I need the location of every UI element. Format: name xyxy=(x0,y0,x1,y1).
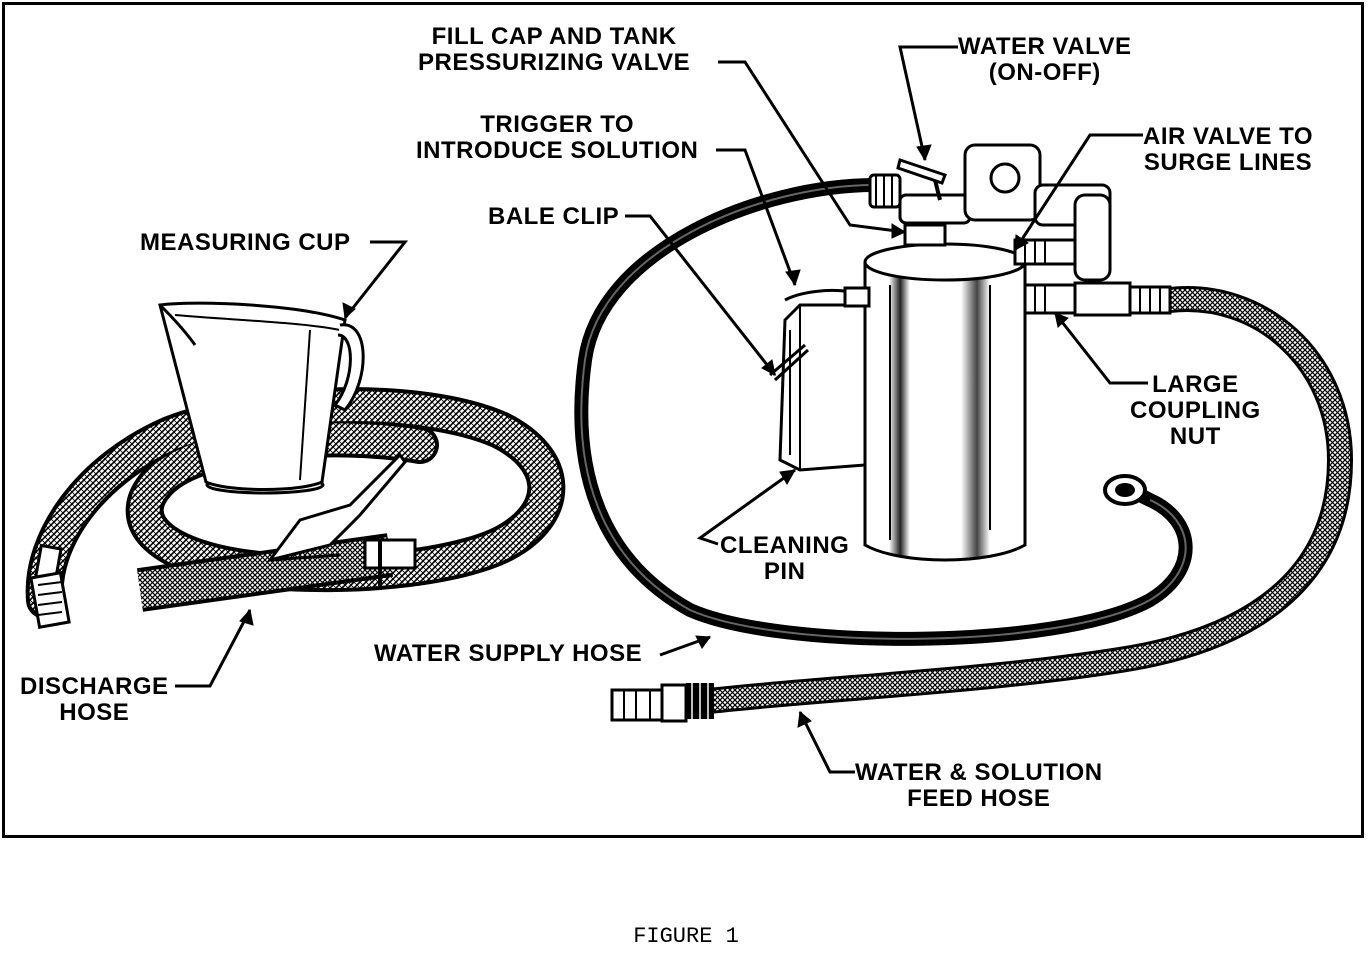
supply-hose-fitting xyxy=(1103,474,1147,506)
label-bale-clip: BALE CLIP xyxy=(488,203,620,230)
label-water-valve: WATER VALVE (ON-OFF) xyxy=(958,33,1132,86)
measuring-cup xyxy=(158,301,365,495)
discharge-trigger xyxy=(266,452,417,590)
discharge-hose xyxy=(25,387,566,629)
discharge-fitting xyxy=(29,543,71,629)
label-water-supply-hose: WATER SUPPLY HOSE xyxy=(374,640,643,667)
solution-tank xyxy=(863,242,1027,562)
label-discharge-hose: DISCHARGE HOSE xyxy=(20,673,169,726)
label-air-valve: AIR VALVE TO SURGE LINES xyxy=(1143,123,1314,176)
label-trigger: TRIGGER TO INTRODUCE SOLUTION xyxy=(416,111,699,164)
figure-caption: FIGURE 1 xyxy=(633,924,739,949)
bracket-box xyxy=(778,286,871,472)
label-fill-cap: FILL CAP AND TANK PRESSURIZING VALVE xyxy=(418,23,691,76)
label-cleaning-pin: CLEANING PIN xyxy=(720,532,850,585)
label-large-coupling-nut: LARGE COUPLING NUT xyxy=(1130,371,1261,450)
leader-arrowheads xyxy=(239,144,1069,728)
bale-clip xyxy=(769,343,810,382)
label-water-solution-feed-hose: WATER & SOLUTION FEED HOSE xyxy=(855,759,1103,812)
feed-hose-fitting xyxy=(610,683,714,723)
top-valve-assembly xyxy=(868,143,1172,317)
figure-frame xyxy=(2,2,1364,838)
label-measuring-cup: MEASURING CUP xyxy=(140,229,351,256)
